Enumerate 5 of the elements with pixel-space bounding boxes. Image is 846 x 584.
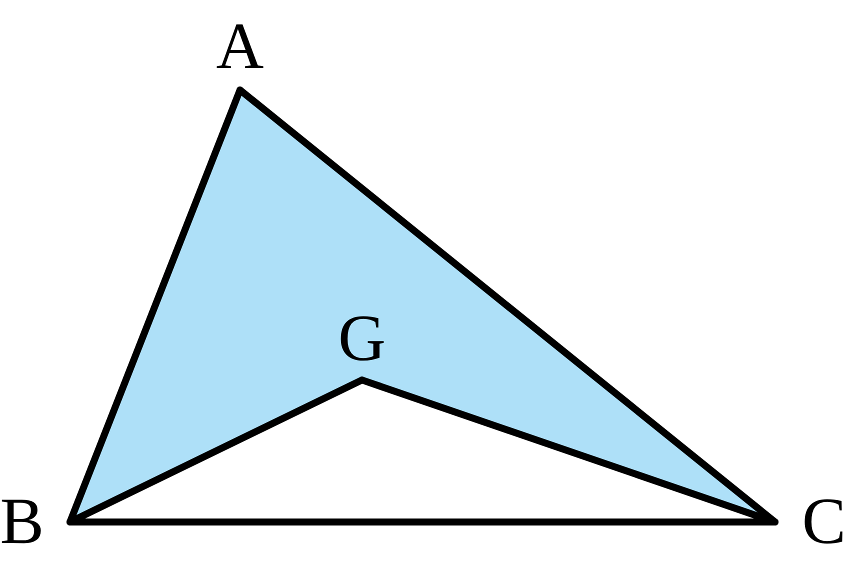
vertex-label: G (338, 306, 386, 372)
vertex-label: A (216, 14, 264, 80)
vertex-label: B (0, 489, 44, 555)
line-segment (66, 518, 778, 526)
vertex-label: C (802, 489, 846, 555)
